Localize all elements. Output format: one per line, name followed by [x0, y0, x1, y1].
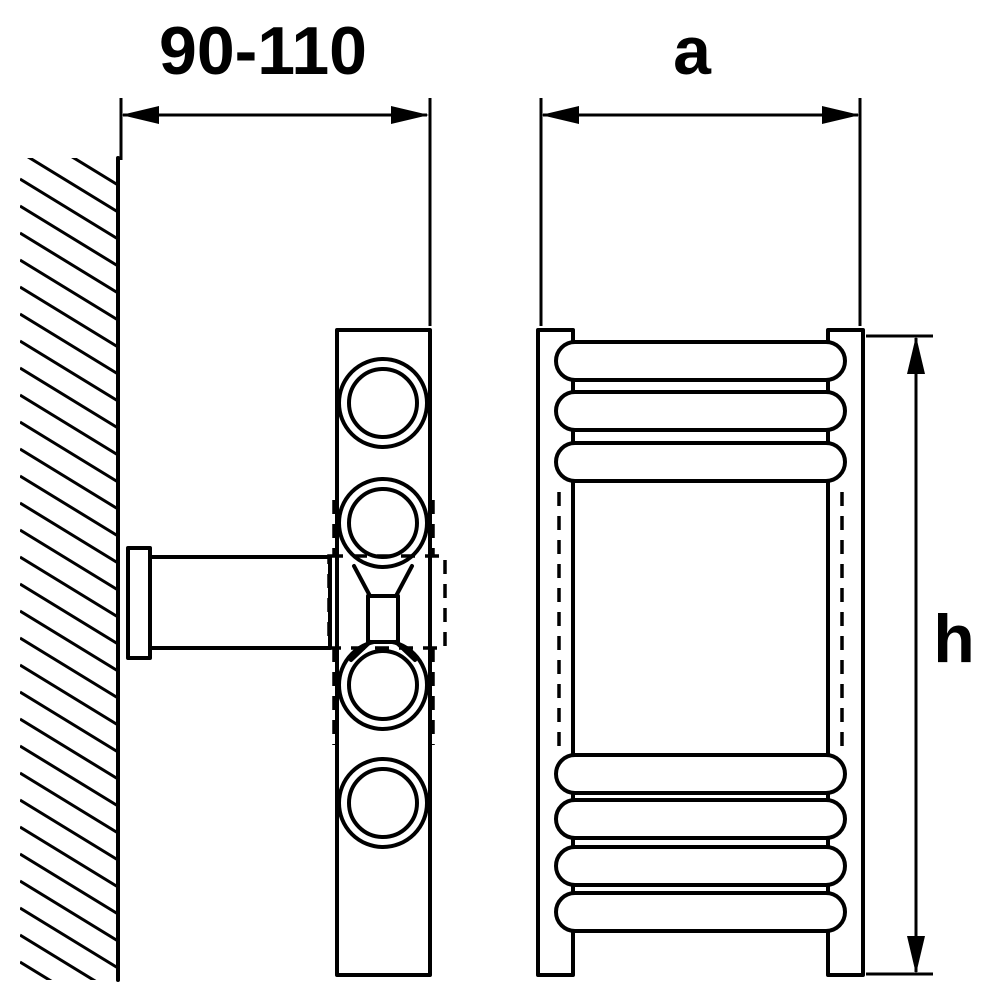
hatch-line — [20, 744, 118, 808]
hatch-line — [20, 177, 118, 241]
hatch-line — [20, 555, 118, 619]
hatch-line — [20, 879, 118, 943]
hatch-line — [20, 528, 118, 592]
wall-hatching — [20, 158, 118, 980]
wall-section — [20, 156, 120, 982]
front-view-right-rail — [826, 328, 865, 977]
bracket-wall-flange — [126, 546, 152, 660]
hatch-line — [20, 636, 118, 700]
pipe-circle — [337, 639, 429, 731]
towel-rung — [554, 390, 847, 432]
hatch-line — [20, 771, 118, 835]
arrowhead-left-icon — [121, 106, 159, 124]
towel-rung — [554, 753, 847, 795]
hatch-line — [20, 663, 118, 727]
hatch-line — [20, 285, 118, 349]
hatch-line — [20, 717, 118, 781]
side-view-rail — [335, 328, 432, 977]
arrowhead-left-icon — [541, 106, 579, 124]
bracket-clamp-neck — [366, 594, 400, 644]
dimension-label-wall-distance: 90-110 — [159, 13, 367, 89]
wall-bracket — [126, 546, 447, 662]
hatch-line — [20, 690, 118, 754]
hatch-line — [20, 933, 97, 980]
hatch-line — [20, 312, 118, 376]
hatch-line — [20, 393, 118, 457]
dimension-width: a — [539, 13, 862, 326]
arrowhead-right-icon — [391, 106, 429, 124]
hatch-line — [20, 366, 118, 430]
hatch-line — [20, 258, 118, 322]
pipe-circle — [337, 477, 429, 569]
hatch-line — [71, 158, 118, 187]
arrowhead-bottom-icon — [907, 936, 925, 974]
front-view-top-rungs — [554, 340, 847, 483]
hatch-line — [20, 852, 118, 916]
towel-rung — [554, 798, 847, 840]
front-view-bottom-rungs — [554, 753, 847, 933]
hatch-line — [20, 906, 118, 970]
pipe-circle — [337, 357, 429, 449]
bracket-clamp-hidden — [327, 554, 447, 650]
pipe-circle — [337, 757, 429, 849]
dimension-label-height: h — [933, 601, 975, 677]
hatch-line — [20, 582, 118, 646]
bracket-funnel-lower — [349, 640, 417, 662]
front-view — [536, 328, 865, 977]
hatch-line — [20, 339, 118, 403]
hatch-line — [20, 231, 118, 295]
hatch-line — [20, 204, 118, 268]
hatch-line — [20, 798, 118, 862]
dimension-wall-distance: 90-110 — [119, 13, 432, 326]
hatch-line — [20, 447, 118, 511]
arrowhead-top-icon — [907, 336, 925, 374]
hatch-line — [20, 609, 118, 673]
dimension-label-width: a — [673, 13, 712, 89]
hatch-line — [20, 825, 118, 889]
hatch-line — [20, 474, 118, 538]
towel-rung — [554, 845, 847, 887]
pipe-circle — [347, 487, 419, 559]
towel-rung — [554, 340, 847, 382]
hatch-line — [26, 158, 118, 214]
side-view — [126, 328, 447, 977]
hatch-line — [20, 420, 118, 484]
pipe-circle — [347, 367, 419, 439]
hatch-line — [20, 501, 118, 565]
front-view-left-rail — [536, 328, 575, 977]
pipe-circle — [347, 649, 419, 721]
hatch-line — [20, 960, 53, 980]
towel-rung — [554, 441, 847, 483]
towel-rung — [554, 891, 847, 933]
arrowhead-right-icon — [822, 106, 860, 124]
bracket-funnel-upper — [352, 564, 414, 598]
bracket-arm — [148, 555, 332, 650]
dimension-height: h — [866, 334, 975, 976]
pipe-circle — [347, 767, 419, 839]
